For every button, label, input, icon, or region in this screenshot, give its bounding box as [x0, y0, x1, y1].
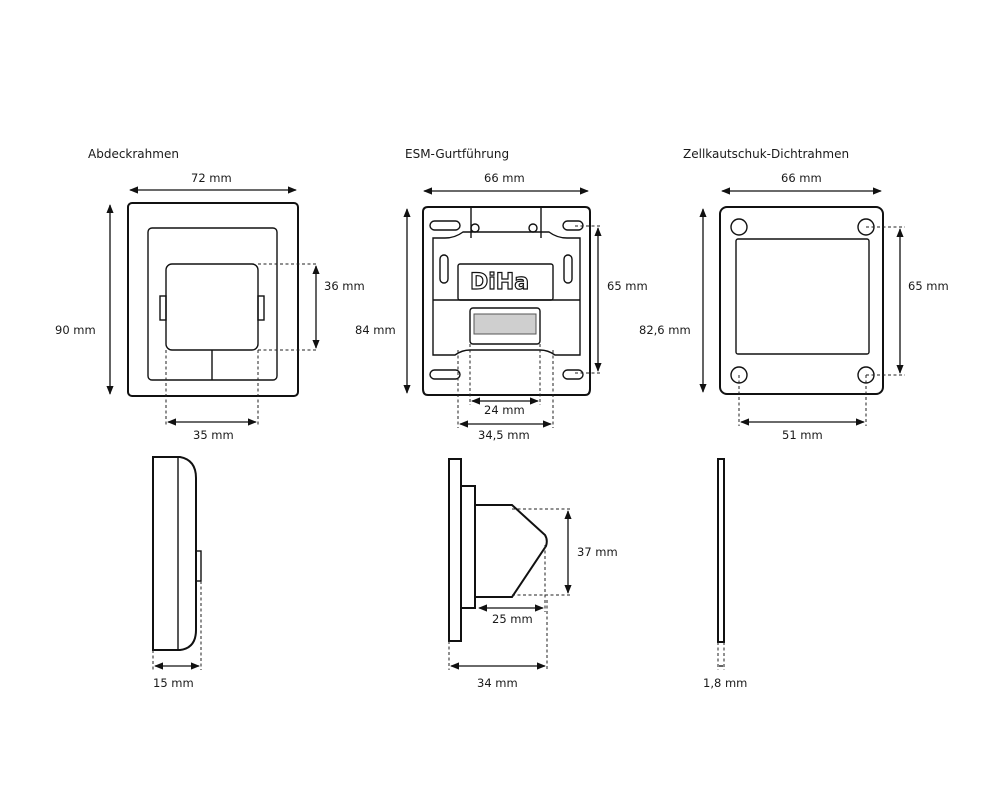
abdeckrahmen-dimensions: [106, 186, 320, 426]
dim-frame-depth: 15 mm: [153, 676, 194, 690]
dim-seal-hole-spacing-h: 51 mm: [782, 428, 823, 442]
title-abdeckrahmen: Abdeckrahmen: [88, 147, 179, 161]
guide-dimensions: [403, 187, 602, 428]
seal-dimensions: [699, 187, 905, 426]
abdeckrahmen-side-view: [152, 456, 202, 651]
dim-seal-hole-spacing-v: 65 mm: [908, 279, 949, 293]
dim-guide-opening-width: 24 mm: [484, 403, 525, 417]
abdeckrahmen-side-dimensions: [152, 581, 202, 670]
title-dichtrahmen: Zellkautschuk-Dichtrahmen: [683, 147, 849, 161]
seal-side-dimensions: [717, 642, 725, 670]
dim-frame-width: 72 mm: [191, 171, 232, 185]
dim-guide-body-depth: 37 mm: [577, 545, 618, 559]
dim-guide-opening-outer: 34,5 mm: [478, 428, 530, 442]
seal-front-view: [719, 206, 884, 395]
guide-front-view: [422, 206, 591, 396]
dim-frame-inner-height: 36 mm: [324, 279, 365, 293]
dim-guide-width: 66 mm: [484, 171, 525, 185]
dim-guide-height: 84 mm: [355, 323, 396, 337]
dim-seal-width: 66 mm: [781, 171, 822, 185]
dim-frame-inner-width: 35 mm: [193, 428, 234, 442]
dim-guide-protrusion: 25 mm: [492, 612, 533, 626]
diha-logo: DiHa: [470, 270, 529, 295]
dim-seal-height: 82,6 mm: [639, 323, 691, 337]
dim-frame-height: 90 mm: [55, 323, 96, 337]
dim-guide-hole-spacing: 65 mm: [607, 279, 648, 293]
title-esm-gurtfuehrung: ESM-Gurtführung: [405, 147, 509, 161]
guide-side-dimensions: [448, 508, 572, 670]
dim-guide-depth: 34 mm: [477, 676, 518, 690]
guide-side-view: [448, 458, 548, 642]
abdeckrahmen-front-view: [127, 202, 299, 397]
seal-side-view: [717, 458, 725, 643]
dim-seal-thickness: 1,8 mm: [703, 676, 747, 690]
